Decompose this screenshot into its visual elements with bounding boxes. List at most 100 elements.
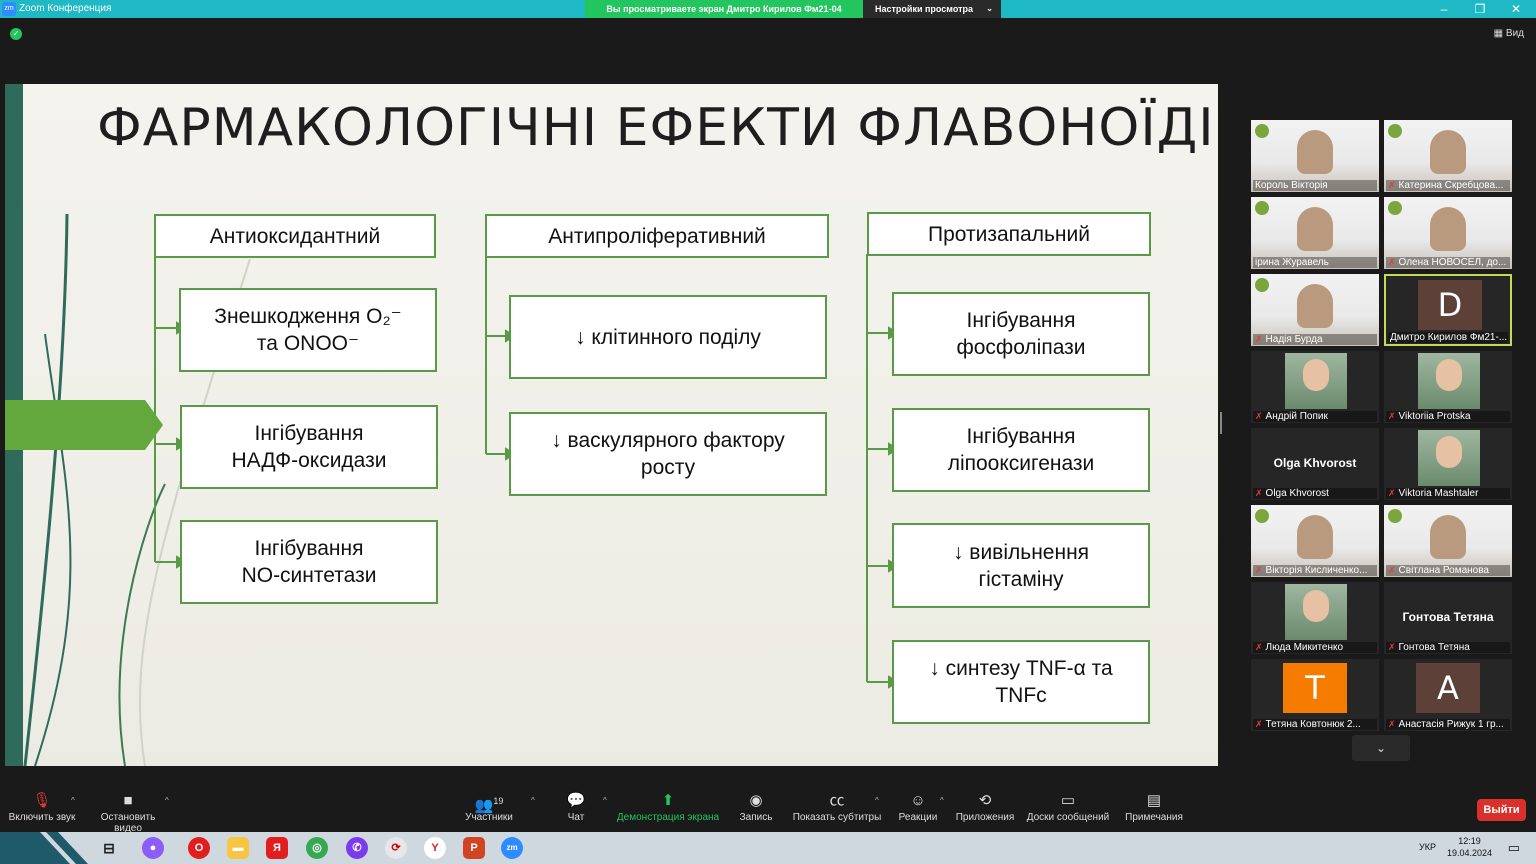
caret-up-icon: ^ bbox=[603, 796, 607, 805]
participant-tile[interactable]: ✗Viktoriia Protska bbox=[1384, 351, 1512, 423]
record-button[interactable]: ◉Запись bbox=[736, 790, 776, 823]
participant-tile[interactable]: ✗Вікторія Кисличенко... bbox=[1251, 505, 1379, 577]
participant-name: Дмитро Кирилов Фм21-... bbox=[1388, 332, 1508, 343]
panel-resize-handle[interactable] bbox=[1220, 412, 1222, 434]
unmute-button[interactable]: 🎙Включить звук bbox=[8, 790, 76, 823]
participant-name: ✗Olga Khvorost bbox=[1253, 488, 1377, 499]
participant-name-text: ірина Журавель bbox=[1255, 257, 1329, 268]
share-banner: Вы просматриваете экран Дмитро Кирилов Ф… bbox=[585, 0, 863, 18]
effect-line: ↓ синтезу TNF-α та bbox=[929, 657, 1113, 680]
participant-name: ✗Тетяна Ковтонюк 2... bbox=[1253, 719, 1377, 730]
notifications-icon[interactable]: ▭ bbox=[1507, 840, 1520, 855]
yandex-icon[interactable]: Я bbox=[266, 837, 288, 859]
column-header-antiinflammatory: Протизапальний bbox=[867, 212, 1151, 256]
clock-time: 12:19 bbox=[1458, 836, 1481, 846]
meeting-toolbar: 🎙Включить звук ^ ■Остановить видео ^ 👥19… bbox=[0, 784, 1536, 834]
participant-photo bbox=[1251, 351, 1379, 423]
effect-line: НАДФ-оксидази bbox=[231, 449, 387, 472]
participant-name-text: Світлана Романова bbox=[1398, 565, 1489, 576]
system-clock[interactable]: 12:19 19.04.2024 bbox=[1447, 835, 1492, 859]
alice-icon[interactable]: ● bbox=[142, 837, 164, 859]
close-button[interactable]: ✕ bbox=[1510, 2, 1522, 16]
participant-tile[interactable]: ✗Надія Бурда bbox=[1251, 274, 1379, 346]
effect-box: ↓ клітинного поділу bbox=[509, 295, 827, 379]
effect-line: ↓ клітинного поділу bbox=[575, 325, 761, 349]
restore-button[interactable]: ❐ bbox=[1474, 2, 1486, 16]
participant-tile[interactable]: T✗Тетяна Ковтонюк 2... bbox=[1251, 659, 1379, 731]
chat-button[interactable]: 💬Чат bbox=[560, 790, 592, 823]
caret-up-icon: ^ bbox=[875, 796, 879, 805]
notes-button[interactable]: ▤Примечания bbox=[1124, 790, 1184, 823]
effect-box: Знешкодження O₂⁻та ONOO⁻ bbox=[179, 288, 437, 372]
reactions-button[interactable]: ☺ Реакции bbox=[896, 790, 940, 823]
participant-tile[interactable]: ірина Журавель bbox=[1251, 197, 1379, 269]
stop-video-button[interactable]: ■Остановить видео bbox=[86, 790, 170, 834]
opera-icon[interactable]: O bbox=[188, 837, 210, 859]
view-button[interactable]: ▦ Вид bbox=[1494, 28, 1524, 39]
participant-name: ✗Надія Бурда bbox=[1253, 334, 1377, 345]
participant-name-text: Тетяна Ковтонюк 2... bbox=[1265, 719, 1361, 730]
participant-tile[interactable]: ✗Люда Микитенко bbox=[1251, 582, 1379, 654]
language-indicator[interactable]: УКР bbox=[1419, 842, 1436, 852]
participant-tile[interactable]: ✗Олена НОВОСЕЛ, до... bbox=[1384, 197, 1512, 269]
record-icon: ◉ bbox=[749, 792, 763, 809]
apps-label: Приложения bbox=[955, 812, 1015, 823]
leave-button[interactable]: Выйти bbox=[1477, 799, 1526, 821]
effect-line: фосфоліпази bbox=[956, 336, 1086, 359]
powerpoint-icon[interactable]: P bbox=[463, 837, 485, 859]
viber-icon[interactable]: ✆ bbox=[346, 837, 368, 859]
participant-video bbox=[1384, 120, 1512, 192]
participant-display-name: Olga Khvorost bbox=[1273, 456, 1357, 470]
mic-muted-icon: ✗ bbox=[1388, 257, 1396, 267]
participant-tile[interactable]: ✗Viktoria Mashtaler bbox=[1384, 428, 1512, 500]
security-shield-icon[interactable]: ✓ bbox=[10, 28, 22, 40]
share-screen-button[interactable]: ⬆Демонстрация экрана bbox=[616, 790, 720, 823]
notes-icon: ▤ bbox=[1146, 792, 1162, 809]
participant-tile[interactable]: A✗Анастасія Рижук 1 гр... bbox=[1384, 659, 1512, 731]
mic-muted-icon: ✗ bbox=[1388, 719, 1396, 729]
mic-muted-icon: ✗ bbox=[1388, 642, 1396, 652]
mic-muted-icon: ✗ bbox=[1388, 180, 1396, 190]
participant-tile[interactable]: ✗Андрій Попик bbox=[1251, 351, 1379, 423]
participant-photo bbox=[1251, 582, 1379, 654]
windows-taskbar: ⊟ ● O ▬ Я ◎ ✆ ⟳ Y P zm УКР 12:19 19.04.20… bbox=[0, 832, 1536, 864]
participant-tile[interactable]: Olga Khvorost ✗Olga Khvorost bbox=[1251, 428, 1379, 500]
yandex-browser-icon[interactable]: Y bbox=[424, 837, 446, 859]
emoji-icon: ☺ bbox=[910, 792, 926, 809]
participant-tile[interactable]: Король Вікторія bbox=[1251, 120, 1379, 192]
gallery-next-button[interactable]: ⌄ bbox=[1352, 735, 1410, 761]
participant-tile[interactable]: Гонтова Тетяна✗Гонтова Тетяна bbox=[1384, 582, 1512, 654]
participant-name-text: Олена НОВОСЕЛ, до... bbox=[1398, 257, 1507, 268]
participant-tile[interactable]: ✗Світлана Романова bbox=[1384, 505, 1512, 577]
chrome-icon[interactable]: ◎ bbox=[306, 837, 328, 859]
participant-tile[interactable]: ✗Катерина Скребцова... bbox=[1384, 120, 1512, 192]
participant-name: Король Вікторія bbox=[1253, 180, 1377, 191]
zoom-taskbar-icon[interactable]: zm bbox=[501, 837, 523, 859]
chat-label: Чат bbox=[567, 812, 585, 823]
column-header-antiproliferative: Антипроліферативний bbox=[485, 214, 829, 258]
task-view-icon[interactable]: ⊟ bbox=[103, 840, 115, 856]
whiteboards-button[interactable]: ▭Доски сообщений bbox=[1026, 790, 1110, 823]
reactions-label: Реакции bbox=[898, 812, 938, 823]
minimize-button[interactable]: – bbox=[1440, 2, 1448, 16]
clock-date: 19.04.2024 bbox=[1446, 848, 1492, 858]
participant-display-name: Гонтова Тетяна bbox=[1402, 610, 1494, 624]
whiteboard-icon: ▭ bbox=[1060, 792, 1076, 809]
browser-icon[interactable]: ⟳ bbox=[385, 837, 407, 859]
participant-name: ✗Анастасія Рижук 1 гр... bbox=[1386, 719, 1510, 730]
view-options-button[interactable]: Настройки просмотра⌄ bbox=[863, 0, 1001, 18]
participant-name: ✗Світлана Романова bbox=[1386, 565, 1510, 576]
participant-name-text: Король Вікторія bbox=[1255, 180, 1328, 191]
participant-video bbox=[1251, 274, 1379, 346]
file-explorer-icon[interactable]: ▬ bbox=[227, 837, 249, 859]
zoom-logo-icon: zm bbox=[2, 2, 16, 16]
apps-button[interactable]: ⟲Приложения bbox=[954, 790, 1016, 823]
participant-name: ✗Олена НОВОСЕЛ, до... bbox=[1386, 257, 1510, 268]
mic-muted-icon: ✗ bbox=[1255, 642, 1263, 652]
